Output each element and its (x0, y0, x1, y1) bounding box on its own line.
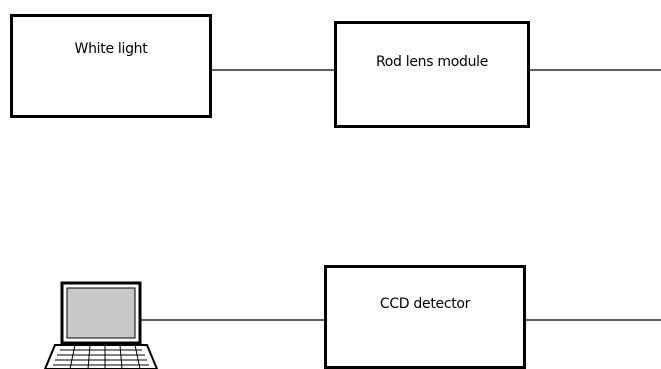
ccd-detector-label: CCD detector (379, 296, 471, 312)
white-light-box: White light (10, 14, 212, 118)
white-light-label: White light (74, 41, 148, 57)
ccd-detector-box: CCD detector (324, 265, 526, 369)
rod-lens-module-box: Rod lens module (334, 21, 530, 128)
rod-lens-module-label: Rod lens module (375, 54, 489, 70)
laptop-icon (43, 281, 159, 369)
